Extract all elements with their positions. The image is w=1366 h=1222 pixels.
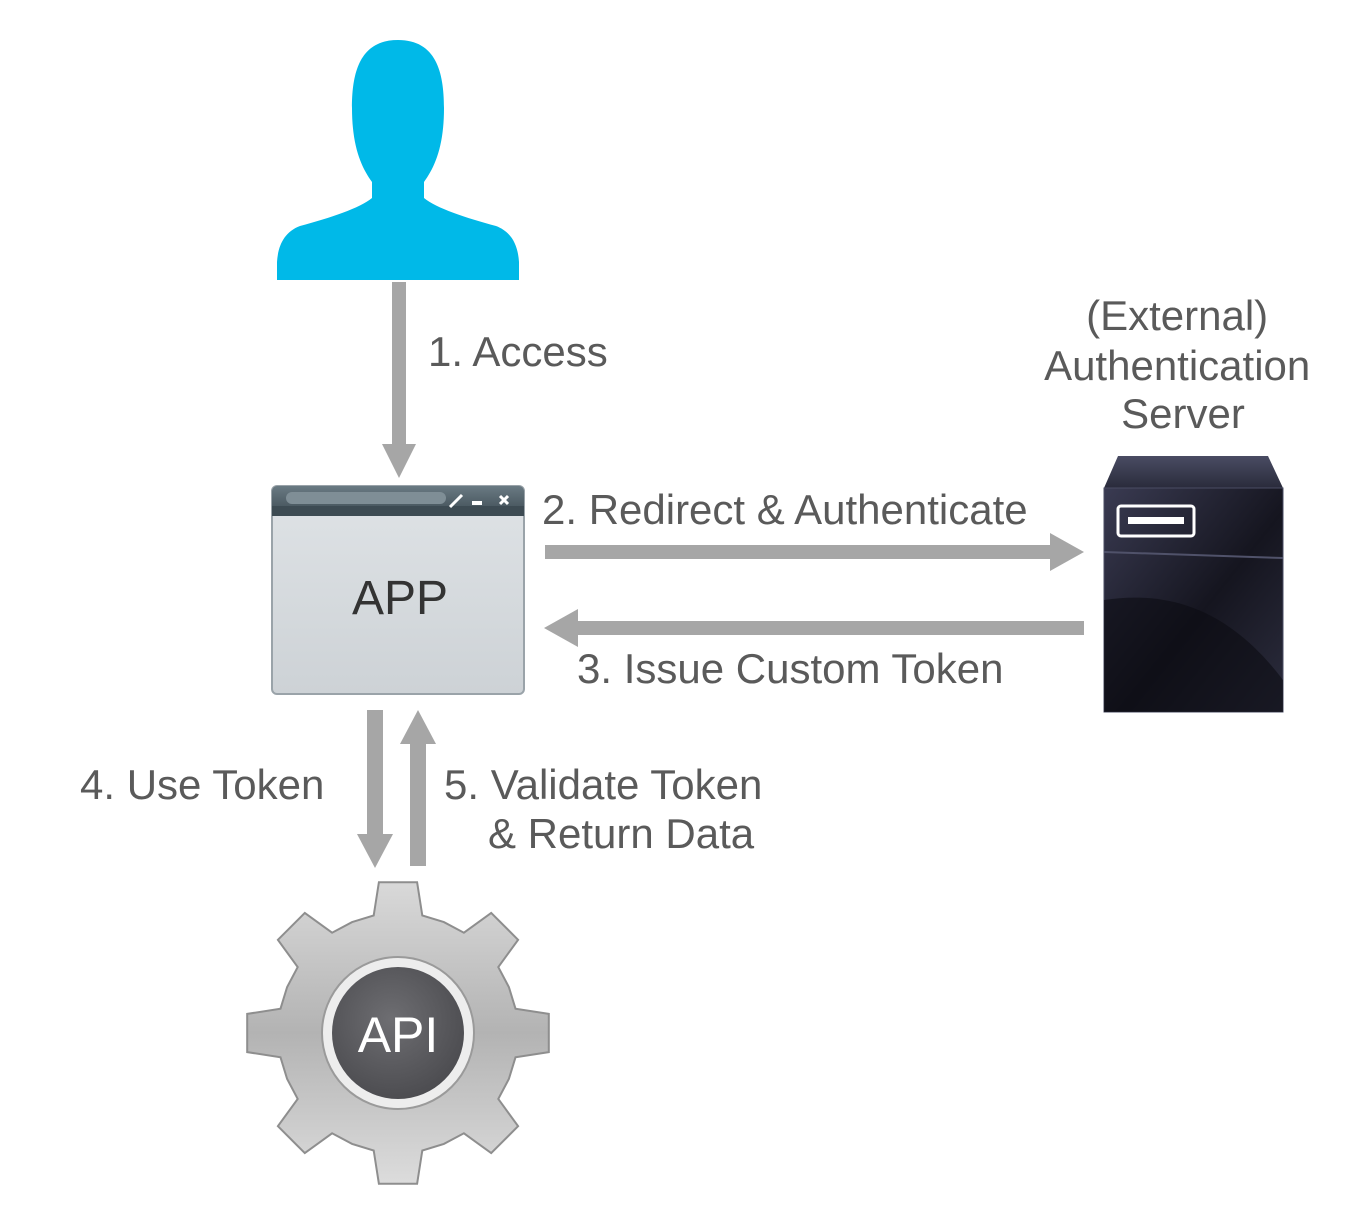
app-window-icon	[271, 485, 525, 695]
auth-server-label-line-2: Authentication	[1044, 342, 1310, 389]
auth-server-label: (External) Authentication Server	[1044, 292, 1322, 437]
app-node: APP	[271, 485, 525, 695]
arrow-validate-token	[400, 710, 436, 866]
edge-label-use-token: 4. Use Token	[80, 761, 324, 808]
edge-label-issue: 3. Issue Custom Token	[577, 645, 1003, 692]
auth-server-node: (External) Authentication Server	[1044, 292, 1322, 713]
user-silhouette-icon	[277, 40, 519, 280]
edge-label-validate-line-2: & Return Data	[488, 810, 755, 857]
edge-label-validate-line-1: 5. Validate Token	[444, 761, 762, 808]
edge-label-validate-token: 5. Validate Token & Return Data	[444, 761, 774, 857]
server-icon	[1103, 456, 1284, 713]
app-label: APP	[352, 572, 448, 625]
arrow-use-token	[357, 710, 393, 868]
edge-label-redirect: 2. Redirect & Authenticate	[542, 486, 1028, 533]
arrow-access	[382, 282, 416, 478]
api-label: API	[358, 1007, 439, 1063]
auth-server-label-line-3: Server	[1121, 390, 1245, 437]
arrow-redirect	[545, 533, 1084, 571]
gear-icon	[246, 881, 550, 1185]
api-core	[332, 967, 464, 1099]
edge-label-access: 1. Access	[428, 328, 608, 375]
user-node	[277, 40, 519, 280]
api-node: API	[246, 881, 550, 1185]
auth-server-label-line-1: (External)	[1086, 292, 1268, 339]
arrow-issue	[544, 609, 1084, 647]
